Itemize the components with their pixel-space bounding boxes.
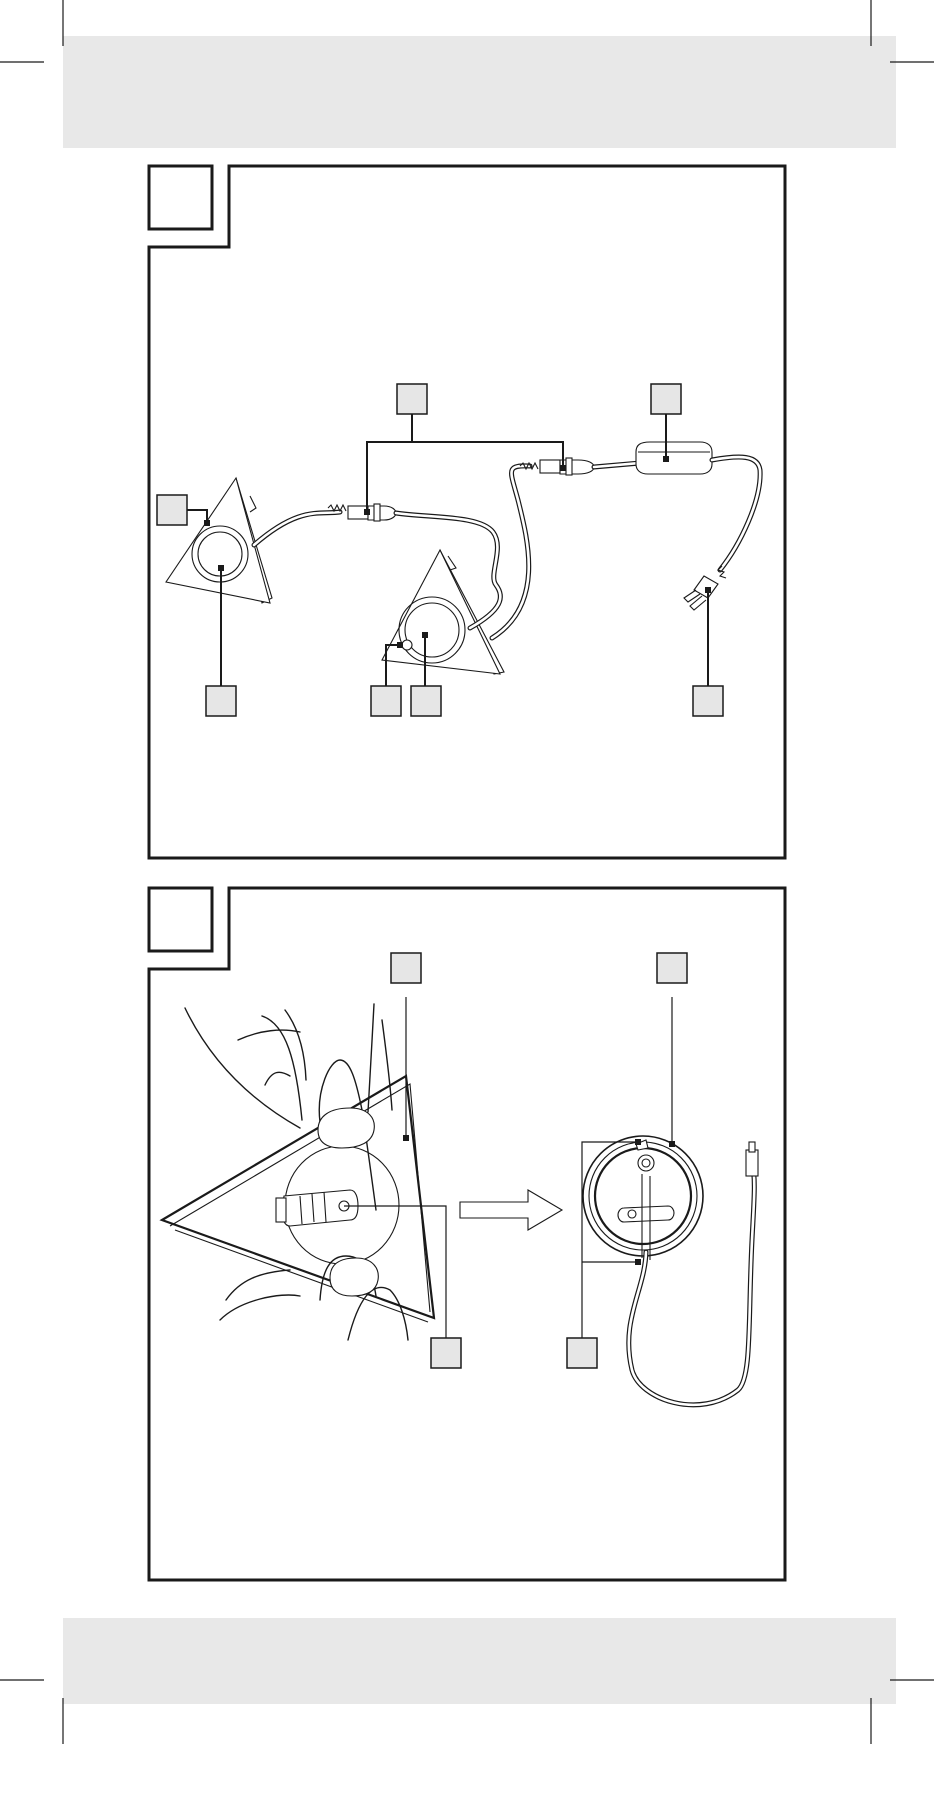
round-light-back [582,1135,704,1260]
leader-connectors [366,412,564,512]
crop-marks [0,0,934,1744]
middle-triangle-light [381,548,505,675]
callout-box-middle-lens [410,685,442,717]
leader-sensor [385,644,397,686]
figure-2-frame [147,886,787,1582]
arrow-right-icon [459,1189,564,1231]
figure-2 [147,886,787,1582]
leader-anchor-dots [204,456,711,648]
callout-box-round-ring [656,952,688,984]
callout-box-sensor [370,685,402,717]
leader-clip [344,1205,447,1338]
callout-box-left-housing [156,494,188,526]
callout-box-triangle-housing [390,952,422,984]
hands-sketch [184,1003,409,1341]
leader-anchor-dots-2 [403,1135,675,1265]
leader-round-plate [581,1141,638,1338]
callout-box-round-plate [566,1337,598,1369]
bottom-grey-band [63,1618,896,1704]
figure-2-number-box [147,886,214,953]
figure-1-frame [147,164,787,860]
coupler-left [327,503,397,522]
triangle-light-back [159,1074,436,1323]
sensor-icon [401,639,413,651]
leader-left-housing [187,509,208,522]
figure-1 [147,164,787,860]
top-grey-band [63,36,896,148]
callout-box-left-lens [205,685,237,717]
callout-box-clip [430,1337,462,1369]
clip-icon [275,1189,359,1227]
left-triangle-light [165,476,273,604]
callout-box-connectors [396,383,428,415]
driver-box [635,441,713,475]
callout-box-driver [650,383,682,415]
dc-plug-icon [745,1141,759,1177]
callout-box-plug [692,685,724,717]
coupler-right [519,457,595,476]
figure-1-number-box [147,164,214,231]
